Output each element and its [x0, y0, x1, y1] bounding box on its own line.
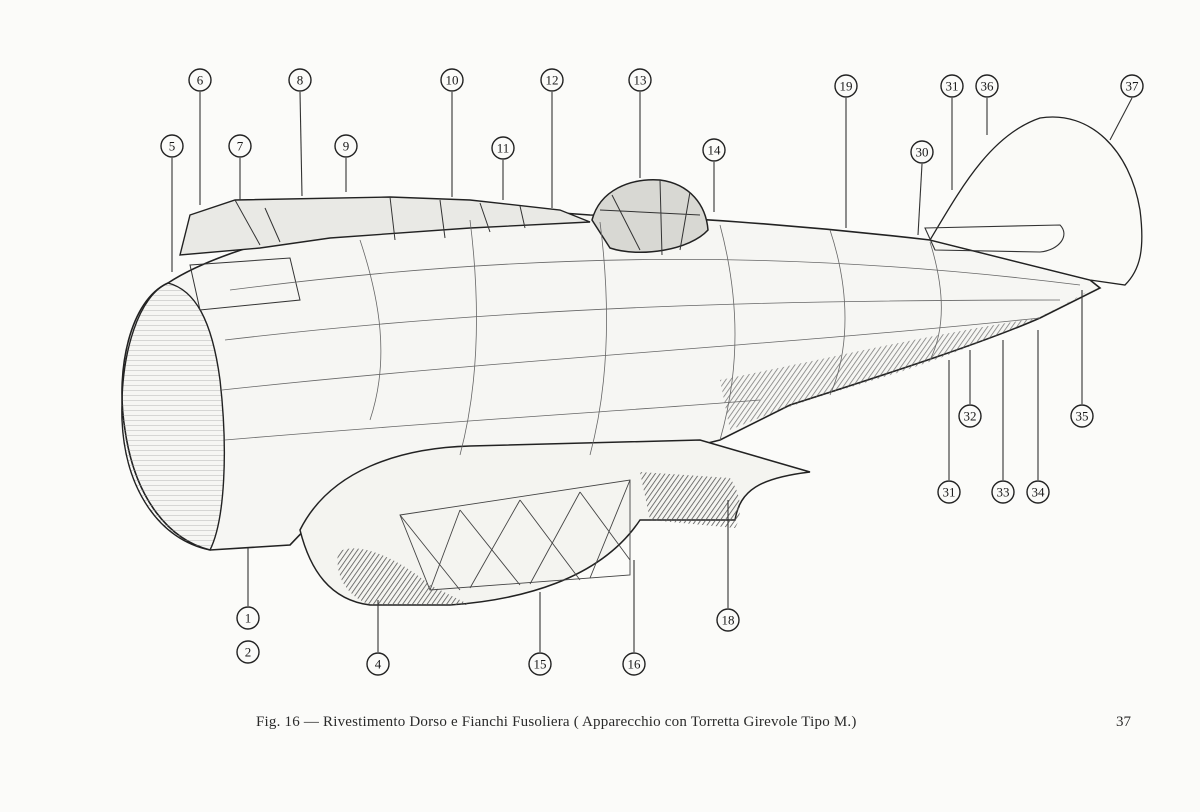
callout-number: 8 [297, 73, 304, 88]
callout-9: 9 [334, 134, 358, 158]
callout-number: 18 [722, 613, 735, 628]
callout-circle [1070, 404, 1094, 428]
callout-number: 35 [1076, 409, 1089, 424]
callout-13: 13 [628, 68, 652, 92]
callout-circle [702, 138, 726, 162]
callout-number: 10 [446, 73, 459, 88]
callout-circle [975, 74, 999, 98]
callout-32: 32 [958, 404, 982, 428]
callout-36: 36 [975, 74, 999, 98]
callout-31: 31 [937, 480, 961, 504]
callout-number: 34 [1032, 485, 1046, 500]
leader-line-30 [917, 163, 923, 236]
callout-number: 30 [916, 145, 929, 160]
callout-circle [440, 68, 464, 92]
callout-circle [334, 134, 358, 158]
callout-number: 31 [943, 485, 956, 500]
callout-circle [958, 404, 982, 428]
callout-8: 8 [288, 68, 312, 92]
callout-circle [288, 68, 312, 92]
callout-circle [160, 134, 184, 158]
callout-33: 33 [991, 480, 1015, 504]
callout-circle [834, 74, 858, 98]
callout-number: 16 [628, 657, 642, 672]
leader-line-8 [299, 91, 303, 197]
callout-circle [1120, 74, 1144, 98]
callout-circle [991, 480, 1015, 504]
callout-number: 32 [964, 409, 977, 424]
callout-37: 37 [1120, 74, 1144, 98]
callout-number: 1 [245, 611, 252, 626]
callout-15: 15 [528, 652, 552, 676]
callout-circle [366, 652, 390, 676]
callout-2: 2 [236, 640, 260, 664]
callout-circle [628, 68, 652, 92]
callout-number: 12 [546, 73, 559, 88]
callout-12: 12 [540, 68, 564, 92]
callout-30: 30 [910, 140, 934, 164]
callout-number: 7 [237, 139, 244, 154]
callout-circle [228, 134, 252, 158]
callout-number: 4 [375, 657, 382, 672]
callout-11: 11 [491, 136, 515, 160]
callout-circle [622, 652, 646, 676]
leader-lines [171, 91, 1133, 652]
callout-number: 11 [497, 141, 510, 156]
callout-10: 10 [440, 68, 464, 92]
callout-number: 33 [997, 485, 1010, 500]
callout-18: 18 [716, 608, 740, 632]
callout-14: 14 [702, 138, 726, 162]
callout-34: 34 [1026, 480, 1050, 504]
callout-circle [716, 608, 740, 632]
callout-circle [528, 652, 552, 676]
callout-number: 37 [1126, 79, 1140, 94]
callout-number: 36 [981, 79, 995, 94]
callout-7: 7 [228, 134, 252, 158]
callout-number: 31 [946, 79, 959, 94]
callout-6: 6 [188, 68, 212, 92]
page-number: 37 [1116, 714, 1131, 730]
callout-5: 5 [160, 134, 184, 158]
callout-19: 19 [834, 74, 858, 98]
callout-16: 16 [622, 652, 646, 676]
callout-number: 5 [169, 139, 176, 154]
figure-caption: Fig. 16 — Rivestimento Dorso e Fianchi F… [256, 714, 857, 730]
callout-circle [1026, 480, 1050, 504]
callout-circle [188, 68, 212, 92]
callout-number: 15 [534, 657, 547, 672]
callout-circle [491, 136, 515, 160]
callout-31: 31 [940, 74, 964, 98]
callout-number: 14 [708, 143, 722, 158]
callout-number: 19 [840, 79, 853, 94]
callout-number: 6 [197, 73, 204, 88]
callout-number: 9 [343, 139, 350, 154]
callout-circle [940, 74, 964, 98]
callout-number: 2 [245, 645, 252, 660]
callout-1: 1 [236, 606, 260, 630]
callout-circle [910, 140, 934, 164]
callout-circle [937, 480, 961, 504]
callout-circle [236, 606, 260, 630]
callout-35: 35 [1070, 404, 1094, 428]
leader-line-37 [1109, 97, 1133, 141]
fuselage-outline [121, 116, 1143, 606]
callout-circle [236, 640, 260, 664]
callout-circle [540, 68, 564, 92]
callout-4: 4 [366, 652, 390, 676]
callout-number: 13 [634, 73, 647, 88]
